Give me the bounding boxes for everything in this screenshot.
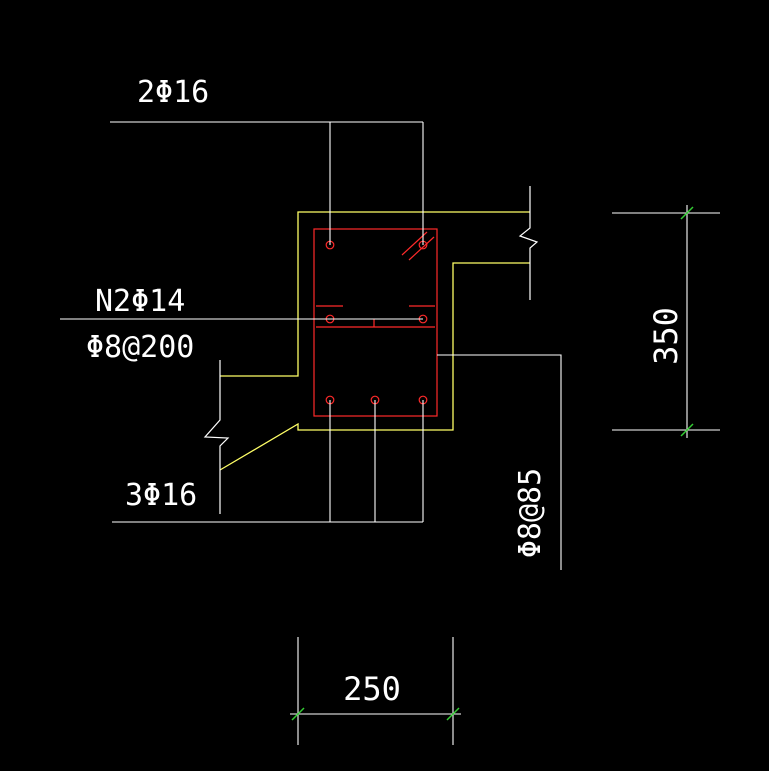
rebar-cage — [313, 228, 438, 417]
label-side-bars: N2Φ14 — [95, 284, 185, 319]
outline-main — [220, 211, 530, 377]
dimension-width: 250 — [290, 637, 461, 745]
dim-width-tick-left — [291, 707, 305, 721]
lintel-stirrup-leader — [437, 354, 562, 570]
label-top-bars: 2Φ16 — [137, 75, 209, 110]
label-lintel-stirrups: Φ8@85 — [513, 468, 548, 558]
dim-height-tick-bottom — [680, 423, 694, 437]
leader-lines — [60, 121, 562, 570]
break-lines — [203, 186, 539, 514]
left-break-line — [203, 360, 230, 514]
dim-height-text: 350 — [647, 307, 685, 365]
right-break-line — [518, 186, 539, 300]
label-bottom-bars: 3Φ16 — [125, 478, 197, 513]
label-beam-stirrups: Φ8@200 — [86, 330, 194, 365]
dim-width-tick-right — [446, 707, 460, 721]
dim-height-tick-top — [680, 206, 694, 220]
dim-width-text: 250 — [343, 670, 401, 708]
dimension-height: 350 — [612, 205, 720, 438]
